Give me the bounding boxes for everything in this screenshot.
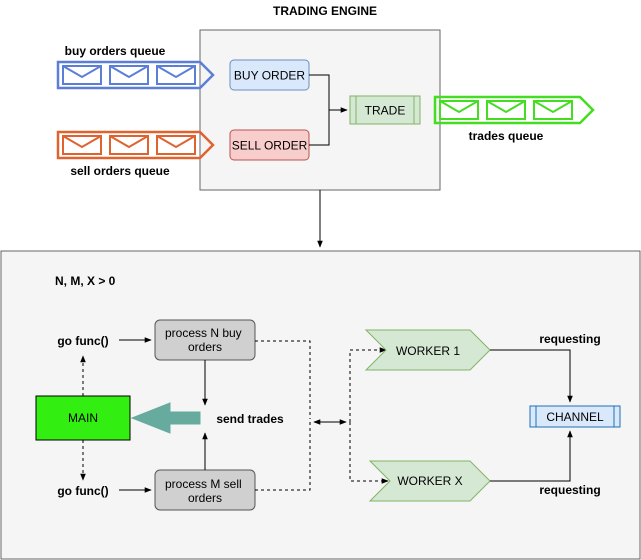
channel-box	[529, 405, 621, 428]
buy-to-trade-connector	[309, 74, 348, 113]
sell-orders-queue-label: sell orders queue	[70, 164, 170, 178]
worker-1-shape	[364, 329, 491, 371]
process-sell-to-junction	[255, 418, 311, 491]
requesting-bottom-label: requesting	[539, 483, 600, 497]
trading-engine-title: TRADING ENGINE	[273, 4, 377, 18]
process-buy-label: process N buy orders	[165, 326, 245, 354]
buy-order-label: BUY ORDER	[234, 69, 305, 83]
trade-label: TRADE	[365, 104, 406, 118]
process-sell-line2: orders	[188, 491, 222, 505]
process-sell-label: process M sell orders	[165, 477, 245, 505]
main-label: MAIN	[68, 411, 98, 425]
worker-x-to-channel	[490, 430, 573, 482]
trades-queue-label: trades queue	[469, 129, 544, 143]
worker-x-label: WORKER X	[397, 474, 462, 488]
sell-to-trade-connector	[309, 110, 330, 146]
buy-orders-queue-label: buy orders queue	[65, 44, 166, 58]
go-func-bottom-label: go func()	[57, 484, 108, 498]
main-box	[35, 395, 131, 441]
sell-orders-queue	[56, 130, 215, 160]
send-trades-label: send trades	[216, 412, 284, 426]
worker-x-shape	[368, 460, 491, 502]
junction-to-worker-1	[349, 347, 387, 422]
condition-label: N, M, X > 0	[55, 274, 116, 288]
trades-queue	[433, 95, 595, 125]
process-buy-to-junction	[255, 340, 311, 418]
channel-label: CHANNEL	[546, 410, 604, 424]
buy-orders-queue	[56, 60, 215, 90]
go-func-top-label: go func()	[57, 334, 108, 348]
send-trades-big-arrow	[130, 402, 201, 434]
process-buy-line2: orders	[188, 340, 222, 354]
worker-1-to-channel	[490, 349, 573, 403]
trade-box	[349, 95, 421, 125]
process-sell-line1: process M sell	[165, 477, 242, 491]
process-buy-line1: process N buy	[165, 326, 242, 340]
worker-1-label: WORKER 1	[396, 344, 460, 358]
requesting-top-label: requesting	[539, 332, 600, 346]
sell-order-label: SELL ORDER	[232, 139, 308, 153]
junction-to-worker-x	[349, 422, 389, 484]
